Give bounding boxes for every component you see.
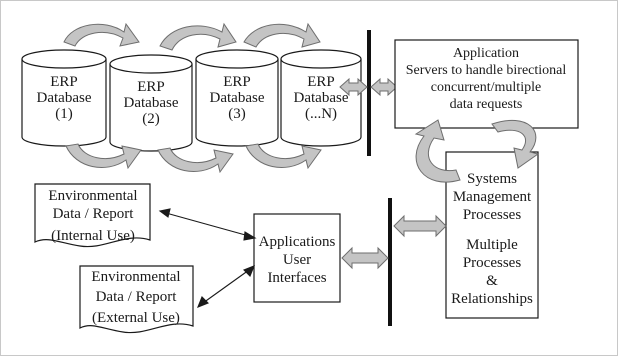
applications-ui-box — [253, 213, 341, 303]
erp-database-1-line-3: (1) — [55, 106, 73, 122]
erp-database-1-line-1: ERP — [50, 74, 78, 90]
erp-database-n-line-1: ERP — [307, 74, 335, 90]
connector-external-to-ui — [197, 265, 255, 308]
curved-arrow-systems-to-app — [414, 119, 461, 183]
erp-database-n-line-3: (...N) — [305, 106, 337, 122]
application-servers-line-1: Application — [453, 46, 519, 61]
curved-arrow-app-to-systems — [491, 119, 540, 169]
application-servers-box — [394, 39, 579, 129]
erp-database-1: ERP Database (1) — [21, 49, 107, 147]
env-report-external-line-2: Data / Report — [96, 289, 178, 305]
systems-management-line-4: Multiple — [466, 237, 518, 253]
erp-database-1-line-2: Database — [37, 90, 92, 106]
env-report-external-doc — [79, 265, 194, 334]
application-servers-line-4: data requests — [450, 97, 523, 112]
applications-ui-line-3: Interfaces — [267, 270, 326, 286]
env-report-internal-line-1: Environmental — [48, 188, 137, 204]
curved-arrow-db2-db3-bottom — [157, 147, 234, 174]
erp-database-n: ERP Database (...N) — [280, 49, 362, 147]
env-report-internal-line-2: Data / Report — [53, 206, 135, 222]
erp-database-3-line-1: ERP — [223, 74, 251, 90]
double-arrow-db-to-bus — [339, 77, 368, 97]
curved-arrow-db1-db2-bottom — [65, 143, 142, 170]
connector-internal-to-ui — [158, 208, 257, 241]
erp-database-n-line-2: Database — [294, 90, 349, 106]
systems-management-line-7: Relationships — [451, 291, 533, 307]
application-servers-line-3: concurrent/multiple — [431, 80, 541, 95]
systems-management-line-5: Processes — [463, 255, 521, 271]
systems-management-line-1: Systems — [467, 171, 517, 187]
env-report-external-line-3: (External Use) — [92, 310, 180, 326]
env-report-internal-doc — [34, 183, 151, 248]
erp-database-3-line-2: Database — [210, 90, 265, 106]
curved-arrow-db2-db3-top — [159, 22, 237, 51]
erp-database-3: ERP Database (3) — [195, 49, 279, 147]
erp-database-2-line-2: Database — [124, 95, 179, 111]
erp-database-3-line-3: (3) — [228, 106, 246, 122]
applications-ui-line-1: Applications — [259, 234, 336, 250]
systems-management-box — [445, 151, 539, 319]
env-report-internal-line-3: (Internal Use) — [51, 228, 135, 244]
systems-management-line-2: Management — [453, 189, 532, 205]
lower-bus-bar — [388, 198, 392, 326]
systems-management-line-3: Processes — [463, 207, 521, 223]
curved-arrow-db3-dbn-bottom — [245, 143, 322, 170]
systems-management-line-6: & — [486, 273, 498, 289]
curved-arrow-db1-db2-top — [63, 22, 140, 47]
double-arrow-ui-to-bus — [341, 246, 389, 270]
applications-ui-line-2: User — [283, 252, 311, 268]
erp-database-2: ERP Database (2) — [109, 54, 193, 152]
erp-database-2-line-3: (2) — [142, 111, 160, 127]
erp-database-2-line-1: ERP — [137, 79, 165, 95]
upper-bus-bar — [367, 30, 371, 156]
double-arrow-bus-to-systems — [393, 214, 447, 238]
application-servers-line-2: Servers to handle birectional — [406, 63, 567, 78]
curved-arrow-db3-dbn-top — [243, 22, 321, 48]
double-arrow-bus-to-app-servers — [370, 77, 398, 97]
env-report-external-line-1: Environmental — [91, 269, 180, 285]
